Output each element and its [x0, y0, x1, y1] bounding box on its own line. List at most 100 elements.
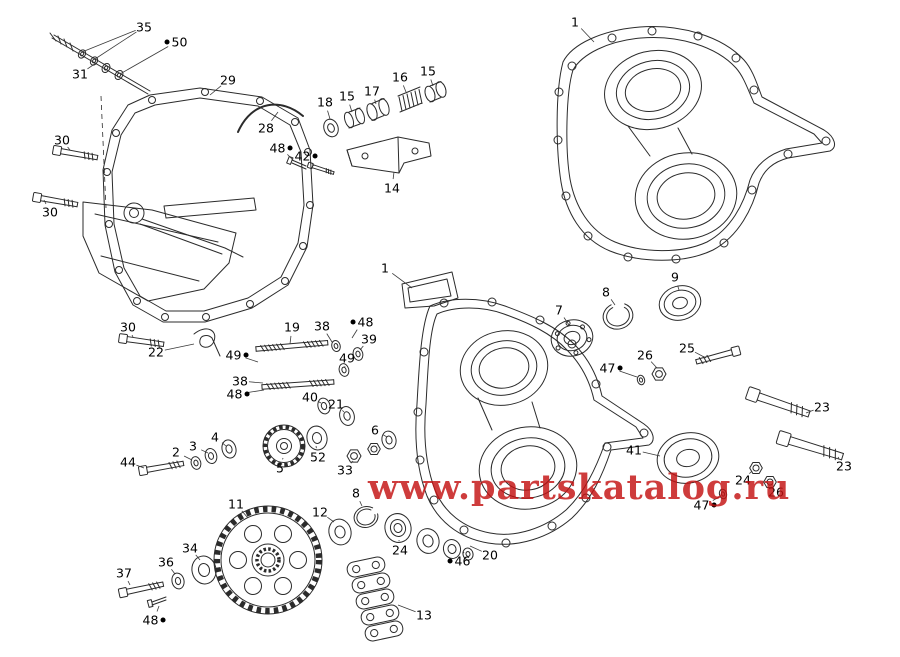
bearing-7 [546, 314, 598, 362]
washer-52 [305, 424, 330, 452]
part-callout-48: 48 [143, 613, 166, 628]
part-callout-46: 46 [447, 554, 470, 569]
part-callout-12: 12 [312, 504, 328, 520]
part-callout-15: 15 [420, 63, 436, 79]
leader-line [651, 362, 657, 368]
part-callout-21: 21 [328, 396, 344, 412]
part-callout-24: 24 [392, 542, 408, 558]
watermark-text: www.partskatalog.ru [368, 467, 791, 508]
leader-line [643, 452, 660, 456]
leader-line [768, 484, 770, 486]
part-callout-25: 25 [679, 340, 695, 356]
part-callout-23: 23 [814, 399, 830, 415]
leader-line [318, 401, 321, 403]
leader-line [611, 299, 615, 305]
cover-guard-bracket [83, 202, 243, 301]
part-callout-31: 31 [72, 66, 88, 82]
nut-33-b [367, 443, 381, 455]
leader-line [210, 86, 221, 95]
part-callout-35: 35 [136, 19, 152, 35]
leader-line [165, 344, 194, 350]
leader-line [327, 517, 334, 522]
leader-line [184, 456, 192, 460]
part-callout-30: 30 [54, 132, 70, 148]
washer-20-b [441, 538, 462, 561]
part-callout-1: 1 [381, 260, 389, 276]
leader-line [201, 450, 208, 453]
leader-line [242, 511, 248, 518]
bolt-30-a [51, 144, 99, 163]
leader-line [247, 390, 264, 393]
leader-line [375, 100, 376, 104]
leader-line [132, 335, 133, 337]
leader-line [713, 497, 719, 501]
leader-line [360, 501, 362, 506]
cotter-pin-22 [194, 329, 220, 356]
part-callout-44: 44 [120, 454, 136, 470]
seal-9 [654, 280, 706, 326]
part-callout-17: 17 [364, 83, 380, 99]
part-callout-15: 15 [339, 88, 355, 104]
part-callout-36: 36 [158, 554, 174, 570]
shift-rod-31 [50, 33, 150, 94]
leader-line [838, 457, 839, 459]
leader-line [128, 581, 130, 585]
part-callout-38: 38 [232, 373, 248, 389]
part-callout-13: 13 [416, 607, 432, 623]
bearing-24 [382, 511, 415, 546]
leader-line [120, 46, 168, 74]
leader-line [327, 334, 332, 342]
part-callout-2: 2 [172, 444, 180, 460]
leader-line [68, 147, 70, 150]
leader-line [351, 461, 353, 463]
leader-line [246, 358, 258, 362]
leader-line [287, 154, 294, 161]
leader-line [398, 605, 416, 612]
washer-46 [462, 547, 475, 561]
part-callout-33: 33 [337, 462, 353, 478]
leader-line [87, 63, 96, 69]
part-callout-26: 26 [637, 347, 653, 363]
washer-6 [380, 430, 397, 451]
plunger-17 [365, 97, 391, 121]
washer-4 [219, 437, 239, 461]
part-callout-8: 8 [352, 485, 360, 501]
screw-48-top [287, 156, 306, 169]
screw-48-bottom [147, 597, 166, 607]
bullet-dot [711, 502, 717, 508]
chaincase-cover-29 [103, 88, 314, 322]
leader-line [95, 32, 136, 59]
part-callout-41: 41 [626, 442, 642, 458]
washer-2 [189, 455, 203, 471]
bolt-37 [117, 579, 165, 599]
bolt-23-a [744, 385, 812, 421]
washer-34 [189, 554, 218, 586]
part-callout-9: 9 [671, 269, 679, 285]
leader-line [136, 465, 144, 468]
leader-line [581, 29, 594, 42]
leader-line [157, 606, 159, 612]
leader-line [678, 286, 679, 290]
leader-line [290, 336, 291, 344]
bracket-14 [347, 137, 431, 173]
part-callout-3: 3 [189, 438, 197, 454]
part-callout-28: 28 [258, 120, 274, 136]
leader-line [393, 172, 394, 179]
part-callout-48: 48 [350, 315, 373, 330]
leader-line [44, 200, 46, 204]
part-callout-14: 14 [384, 180, 400, 196]
leader-line [350, 105, 352, 112]
part-callout-19: 19 [284, 319, 300, 335]
part-callout-47: 47 [600, 361, 623, 376]
part-callout-40: 40 [302, 389, 318, 405]
seal-41 [652, 427, 723, 489]
spacer-15-a [343, 107, 367, 129]
spacer-15-b [423, 80, 448, 103]
part-callout-49: 49 [226, 348, 249, 363]
leader-line-layer [44, 29, 839, 612]
leader-line [806, 410, 814, 413]
part-callout-30: 30 [42, 204, 58, 220]
chaincase-housing-lower-1 [402, 272, 653, 547]
chain-13 [346, 556, 404, 643]
